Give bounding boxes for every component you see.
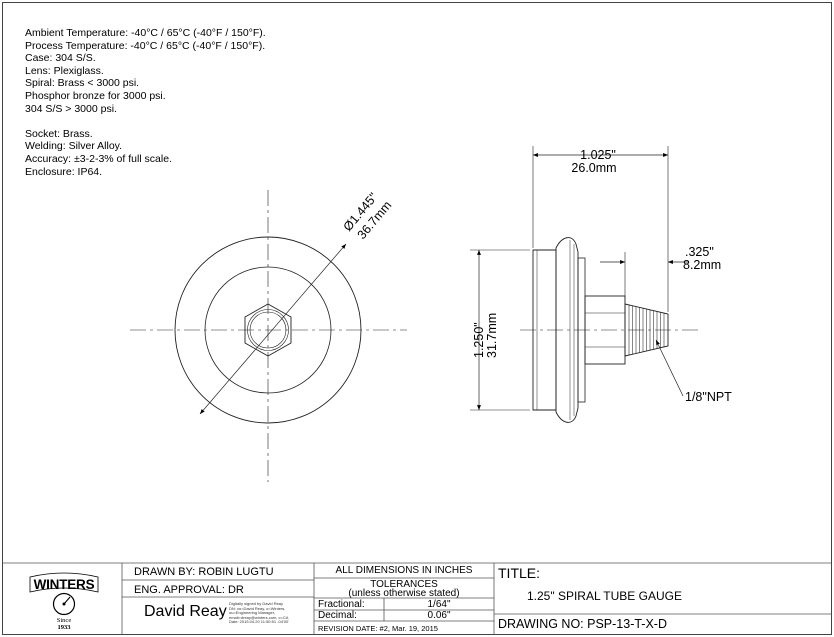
title-label: TITLE:: [498, 565, 541, 581]
side-case: [555, 237, 579, 423]
spec-notes: Ambient Temperature: -40°C / 65°C (-40°F…: [25, 27, 266, 178]
thread-len-in-label: .325": [685, 245, 714, 259]
drawing-title: 1.25" SPIRAL TUBE GAUGE: [527, 589, 682, 603]
signature-note-line: DN: cn=David Reay, o=Winters,: [229, 605, 286, 611]
spec-line: Phosphor bronze for 3000 psi.: [25, 89, 166, 102]
height-in-label: 1.250": [472, 322, 486, 358]
drawn-by: DRAWN BY: ROBIN LUGTU: [134, 566, 274, 578]
revision-date: REVISION DATE: #2, Mar. 19, 2015: [318, 624, 438, 633]
decimal-label: Decimal:: [318, 610, 357, 621]
thread-len-mm-label: 8.2mm: [683, 258, 721, 272]
spec-line: Accuracy: ±3-2-3% of full scale.: [25, 152, 172, 165]
fractional-value: 1/64": [427, 599, 451, 610]
npt-leader: [655, 339, 684, 397]
logo-since: Since: [57, 617, 72, 624]
gauge-needle-icon: [63, 596, 71, 605]
signature-note: Digitally signed by David Reay DN: cn=Da…: [229, 601, 309, 625]
signature-note-line: Digitally signed by David Reay: [229, 601, 284, 606]
front-outer-circle: [174, 236, 362, 424]
spec-line: Ambient Temperature: -40°C / 65°C (-40°F…: [25, 27, 266, 39]
side-thread-hatch: [628, 305, 665, 355]
signature-note-line: ou=Engineering Manager,: [229, 610, 275, 615]
side-npt-thread: [624, 303, 669, 357]
spec-line: 304 S/S > 3000 psi.: [25, 102, 117, 115]
gauge-icon: [52, 592, 76, 616]
width-in-label: 1.025": [580, 148, 616, 162]
fractional-label: Fractional:: [318, 599, 365, 610]
side-view: [470, 146, 700, 423]
spec-line: Spiral: Brass < 3000 psi.: [25, 77, 140, 90]
spec-line: Enclosure: IP64.: [25, 165, 103, 178]
decimal-value: 0.06": [427, 610, 451, 621]
logo-text: WINTERS: [34, 577, 95, 592]
tolerances-sub: (unless otherwise stated): [348, 588, 460, 599]
tolerances-heading: TOLERANCES: [370, 579, 438, 590]
spec-line: Welding: Silver Alloy.: [25, 140, 123, 153]
eng-approval: ENG. APPROVAL: DR: [134, 584, 244, 596]
winters-logo: WINTERS Since 1933: [29, 572, 99, 631]
front-view: [130, 190, 407, 482]
logo-banner: [29, 572, 99, 593]
width-mm-label: 26.0mm: [571, 161, 616, 175]
drawing-number: DRAWING NO: PSP-13-T-X-D: [498, 617, 667, 631]
spec-line: Lens: Plexiglass.: [25, 64, 104, 77]
npt-label: 1/8"NPT: [685, 390, 732, 404]
spec-line: Socket: Brass.: [25, 127, 93, 140]
signature: David Reay: [144, 603, 227, 620]
spec-line: Case: 304 S/S.: [25, 52, 96, 65]
spec-line: Process Temperature: -40°C / 65°C (-40°F…: [25, 39, 266, 52]
all-dimensions-note: ALL DIMENSIONS IN INCHES: [335, 565, 473, 576]
signature-note-line: Date: 2015.04.20 11:50:51 -04'00': [229, 619, 289, 624]
diameter-leader: [199, 243, 347, 415]
title-block-grid: [3, 562, 831, 634]
signature-note-line: email=dreay@winters.com, c=CA: [229, 614, 289, 620]
height-mm-label: 31.7mm: [485, 313, 499, 358]
logo-year: 1933: [58, 624, 72, 631]
